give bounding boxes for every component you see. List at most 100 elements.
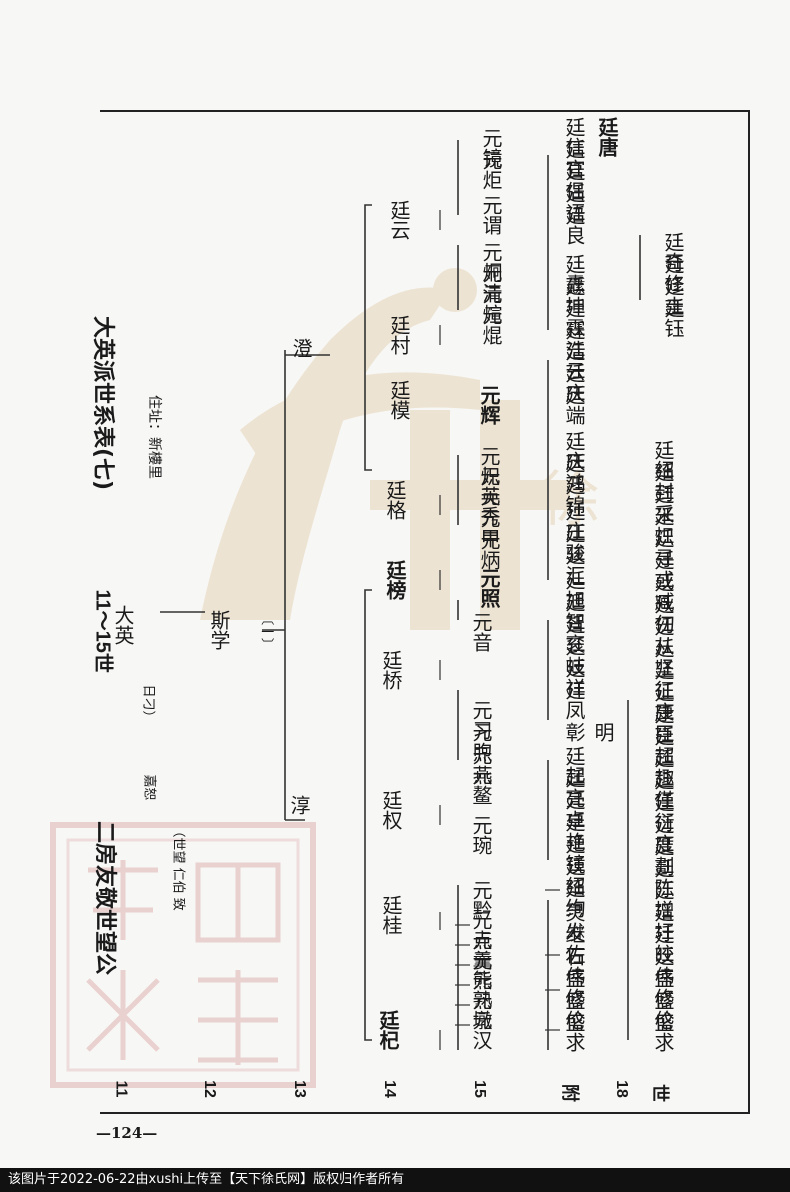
gen18-item: 廷封 — [651, 462, 675, 502]
gen18-item: 廷钰 — [661, 298, 685, 338]
gen18-item: 廷征 — [651, 660, 675, 700]
gen18-item: 廷康 — [651, 682, 675, 722]
table-title: 大英派世系表(七) — [90, 316, 115, 491]
gen15-item: 元炬 — [479, 150, 503, 190]
gen15-item: 元秀 — [477, 486, 501, 526]
gen15-item: 元音 — [469, 612, 493, 652]
gen14-item: 廷云 — [387, 200, 411, 240]
appendix-item: 廷侣 — [562, 161, 586, 201]
gen13-chun: 淳 — [287, 795, 311, 815]
appendix-item: 廷庆 — [562, 363, 586, 403]
gen18-item: 廷陈 — [651, 858, 675, 898]
gen15-item: 元黔 — [469, 880, 493, 920]
gen15-item: 元炽 — [477, 446, 501, 486]
gen15-item: 元照 — [477, 568, 501, 608]
gen18-item: 廷仞 — [651, 594, 675, 634]
appendix-item: 盛修 — [562, 968, 586, 1008]
gen15-item: 元镜 — [479, 128, 503, 168]
gen15-item: 元英 — [477, 466, 501, 506]
gen15-item: 元墩 — [469, 990, 493, 1030]
gen18-item: 廷趣 — [651, 748, 675, 788]
appendix-item: 廷旭 — [562, 570, 586, 610]
gen18-item: 廷衍 — [651, 792, 675, 832]
appendix-item: 廷绍 — [562, 856, 586, 896]
appendix-item: 廷艳 — [562, 812, 586, 852]
generation-label-shi: 世 — [650, 1084, 670, 1102]
gen15-item: 元点 — [469, 910, 493, 950]
gen14-item: 廷桥 — [379, 650, 403, 690]
address-line: 住址：新樓里 — [146, 395, 162, 479]
gen15-item: 元汉 — [469, 1010, 493, 1050]
root-child-name: 斯学 — [207, 610, 231, 650]
gen15-item: 元炯 — [479, 242, 503, 282]
generation-label-11: 11 — [112, 1080, 130, 1098]
appendix-item: 廷语 — [562, 183, 586, 223]
gen14-item: 廷村 — [387, 315, 411, 355]
gen14-item: 廷榜 — [383, 560, 407, 600]
root-note-a: （世望 仁伯 致 — [170, 824, 186, 911]
appendix-item: 廷端 — [562, 385, 586, 425]
generation-label-14: 14 — [380, 1080, 398, 1098]
appendix-item: 廷骏 — [562, 523, 586, 563]
table-frame — [100, 110, 750, 1114]
appendix-item: 廷祥 — [562, 658, 586, 698]
appendix-item: 廷亮 — [562, 768, 586, 808]
appendix-item: 廷良 — [562, 205, 586, 245]
generation-label-12: 12 — [200, 1080, 218, 1098]
root-name: 大英 — [111, 605, 135, 645]
gen18-item: 廷臣 — [651, 704, 675, 744]
gen15-item: 元鳌 — [469, 765, 493, 805]
gen14-item: 廷格 — [383, 480, 407, 520]
gen18-item: 廷修 — [661, 254, 685, 294]
gen18-item: 廷圩 — [651, 902, 675, 942]
gen14-item: 廷杞 — [376, 1010, 400, 1050]
appendix-item: 廷镜 — [562, 834, 586, 874]
gen18-item: 廷炽 — [651, 506, 675, 546]
appendix-item: 廷霖 — [562, 298, 586, 338]
appendix-item: 廷鸿 — [562, 453, 586, 493]
gen18-item: 廷增 — [651, 880, 675, 920]
gen18-item: 廷奇 — [661, 232, 685, 272]
branch-title: 二房友敬世望公 — [92, 821, 117, 976]
collection-seal-stamp — [50, 822, 316, 1088]
root-note-c: 日刁） — [140, 684, 156, 724]
gen15-item: 元甲 — [477, 508, 501, 548]
generation-label-15: 15 — [470, 1080, 488, 1098]
appendix-item: 廷锦 — [562, 475, 586, 515]
svg-text:徐: 徐 — [540, 465, 600, 535]
gen15-item: 元煦 — [469, 722, 493, 762]
generation-label-appendix: 附 — [560, 1084, 580, 1102]
page-number: —124— — [96, 1124, 158, 1142]
appendix-item: 廷官 — [562, 139, 586, 179]
gen15-item: 元燕 — [469, 745, 493, 785]
gen18-item: 廷采 — [651, 484, 675, 524]
gen15-item: 元熟 — [469, 970, 493, 1010]
gen18-item: 廷绍 — [651, 440, 675, 480]
gen18-item: 廷皎 — [651, 924, 675, 964]
appendix-item: 彰 — [562, 722, 586, 742]
appendix-item: 廷纛 — [562, 254, 586, 294]
appendix-item: 廷庆 — [562, 431, 586, 471]
gen15-item: 元辉 — [477, 385, 501, 425]
gen18-item: 盛求 — [651, 1012, 675, 1052]
gen18-item: 廷坚 — [651, 638, 675, 678]
gen18-item: 廷寻 — [651, 528, 675, 568]
appendix-item: 廷云 — [562, 341, 586, 381]
appendix-item: 廷唐 — [595, 117, 619, 157]
appendix-item: 继佐 — [562, 924, 586, 964]
appendix-item: 盛求 — [562, 1012, 586, 1052]
xu-clan-watermark-logo: 徐 — [200, 268, 600, 630]
gen15-item: 元炳 — [477, 530, 501, 570]
gen18-item: 盛修 — [651, 968, 675, 1008]
appendix-item: 廷起 — [562, 746, 586, 786]
gen15-item: 元琬 — [469, 815, 493, 855]
gen15-item: 元煊 — [479, 284, 503, 324]
gen18-item: 廷超 — [651, 726, 675, 766]
gen15-item: 元谓 — [479, 195, 503, 235]
appendix-item: 廷卓 — [562, 790, 586, 830]
gen18-item: 廷僅 — [651, 770, 675, 810]
gen18-item: 廷臧 — [651, 572, 675, 612]
root-note-b: 嘉恕 — [141, 774, 157, 801]
gen18-item: 廷劃 — [651, 836, 675, 876]
